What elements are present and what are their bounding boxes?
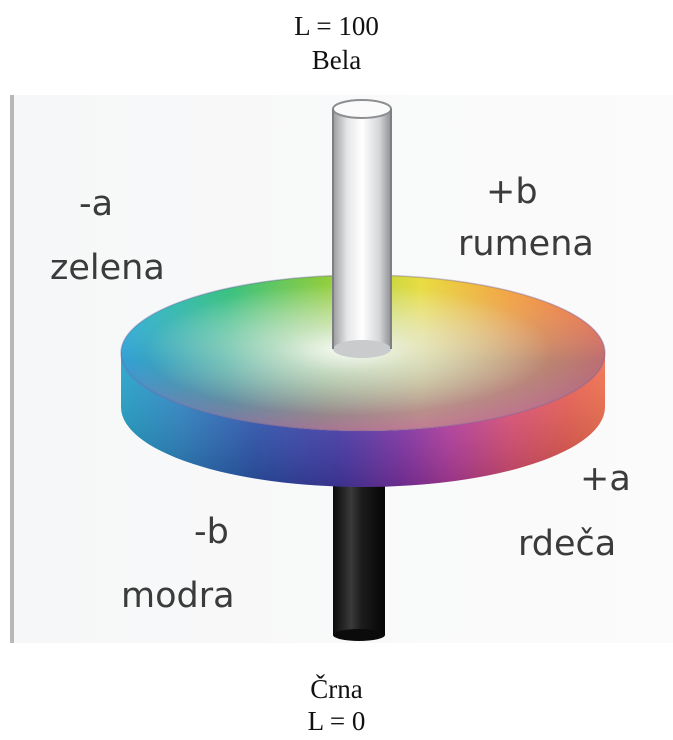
bottom-black-label: Črna: [0, 673, 673, 705]
lab-color-space-figure: -a zelena +b rumena +a rdeča -b modra: [10, 95, 673, 643]
top-l-value-label: L = 100: [0, 10, 673, 42]
pos-a-sign: +a: [580, 459, 631, 499]
neg-a-name: zelena: [50, 248, 165, 288]
pos-a-name: rdeča: [518, 524, 616, 564]
neg-b-name: modra: [121, 576, 235, 616]
white-cylinder: [333, 100, 391, 358]
black-cylinder: [333, 460, 385, 641]
top-white-label: Bela: [0, 44, 673, 76]
bottom-l-value-label: L = 0: [0, 705, 673, 737]
pos-b-sign: +b: [486, 172, 538, 212]
neg-a-sign: -a: [79, 184, 113, 224]
pos-b-name: rumena: [458, 224, 594, 264]
neg-b-sign: -b: [194, 512, 229, 552]
figure-left-edge: [10, 95, 14, 643]
